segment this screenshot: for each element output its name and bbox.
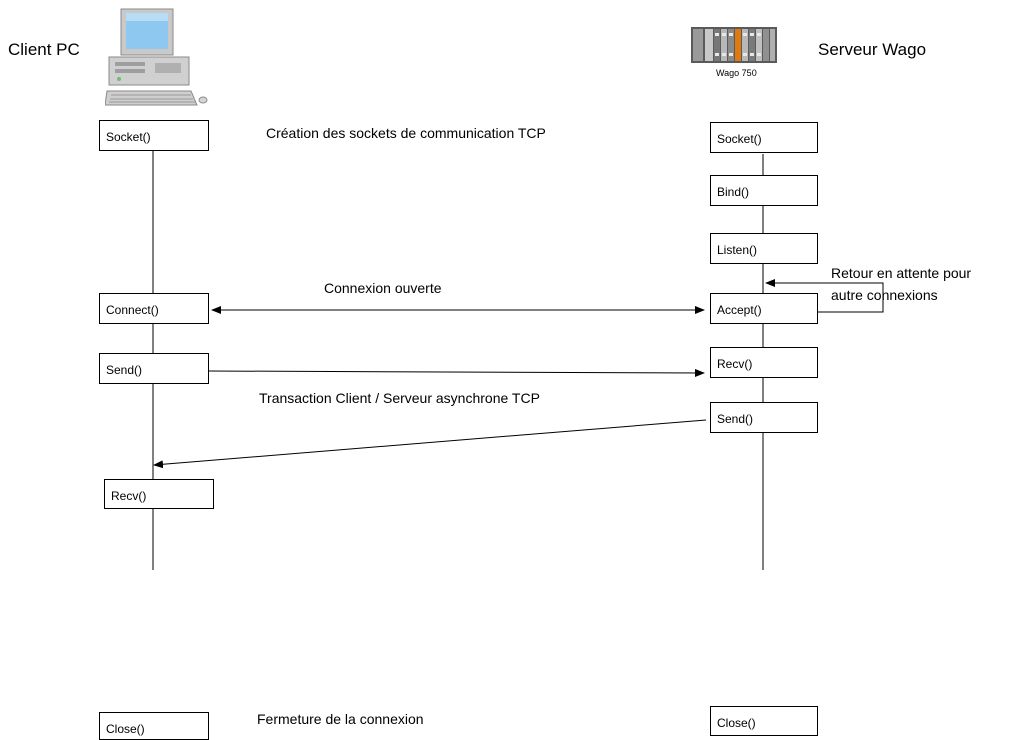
client-connect-box: Connect() xyxy=(99,293,209,324)
server-send-arrow xyxy=(153,419,707,469)
server-bind-box: Bind() xyxy=(710,175,818,206)
server-title: Serveur Wago xyxy=(818,40,927,59)
connection-open-label: Connexion ouverte xyxy=(324,280,442,296)
client-title: Client PC xyxy=(8,40,80,59)
desktop-computer-icon xyxy=(104,7,211,108)
server-listen-box: Listen() xyxy=(710,233,818,264)
socket-creation-label: Création des sockets de communication TC… xyxy=(266,125,546,141)
client-close-box: Close() xyxy=(99,712,209,740)
server-socket-box: Socket() xyxy=(710,122,818,153)
transaction-label: Transaction Client / Serveur asynchrone … xyxy=(259,390,540,406)
device-caption: Wago 750 xyxy=(716,68,757,78)
server-send-box: Send() xyxy=(710,402,818,433)
return-waiting-label-1: Retour en attente pour xyxy=(831,265,972,281)
client-socket-box: Socket() xyxy=(99,120,209,151)
return-waiting-loop xyxy=(765,279,884,313)
wago-750-controller-icon xyxy=(691,25,777,65)
send-recv-arrow xyxy=(207,368,705,377)
close-connection-label: Fermeture de la connexion xyxy=(257,711,424,727)
server-accept-box: Accept() xyxy=(710,293,818,324)
server-close-box: Close() xyxy=(710,706,818,736)
client-send-box: Send() xyxy=(99,353,209,384)
server-recv-box: Recv() xyxy=(710,347,818,378)
client-recv-box: Recv() xyxy=(104,479,214,509)
return-waiting-label-2: autre connexions xyxy=(831,287,938,303)
